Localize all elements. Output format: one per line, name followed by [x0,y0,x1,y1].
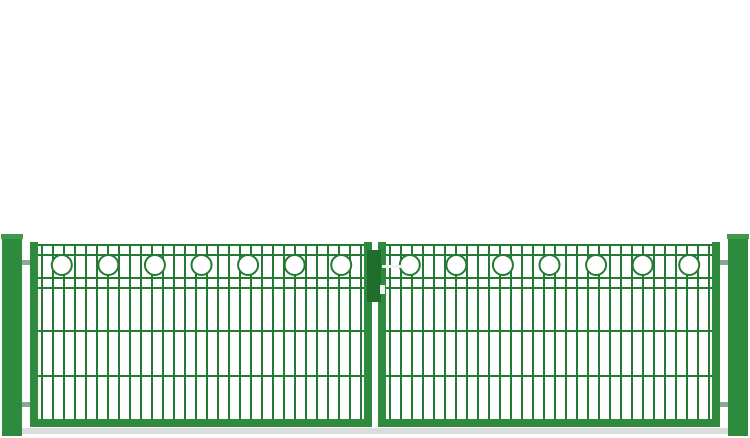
hinge-icon [720,402,728,407]
handle-icon [382,265,402,268]
ring-ornament [678,254,701,276]
horizontal-rail [386,244,712,246]
horizontal-rail [38,287,364,289]
frame-right [364,242,372,427]
ring-ornament [237,254,260,276]
horizontal-rail [386,375,712,377]
ring-ornament [50,254,73,276]
ring-ornament [398,254,421,276]
left-post-cap [1,234,23,239]
horizontal-rail [386,277,712,279]
ring-ornament [143,254,166,276]
ring-ornament [190,254,213,276]
ring-ornament [538,254,561,276]
ground-shadow [20,428,730,434]
right-post-cap [727,234,749,239]
hinge-icon [22,402,30,407]
frame-left [30,242,38,427]
ring-ornament [330,254,353,276]
frame-right [712,242,720,427]
horizontal-rail [386,330,712,332]
horizontal-rail [38,244,364,246]
left-post [2,236,22,436]
hinge-icon [720,260,728,265]
lock-box [367,250,381,302]
horizontal-rail [386,287,712,289]
ring-ornament [445,254,468,276]
horizontal-rail [38,375,364,377]
ring-ornament [491,254,514,276]
horizontal-rail [38,330,364,332]
frame-bottom [378,419,720,427]
frame-left [378,242,386,427]
horizontal-rail [38,277,364,279]
right-post [728,236,748,436]
frame-bottom [30,419,372,427]
ring-ornament [631,254,654,276]
keyhole-icon [380,285,385,294]
ring-ornament [283,254,306,276]
ring-ornament [585,254,608,276]
hinge-icon [22,260,30,265]
ring-ornament [97,254,120,276]
